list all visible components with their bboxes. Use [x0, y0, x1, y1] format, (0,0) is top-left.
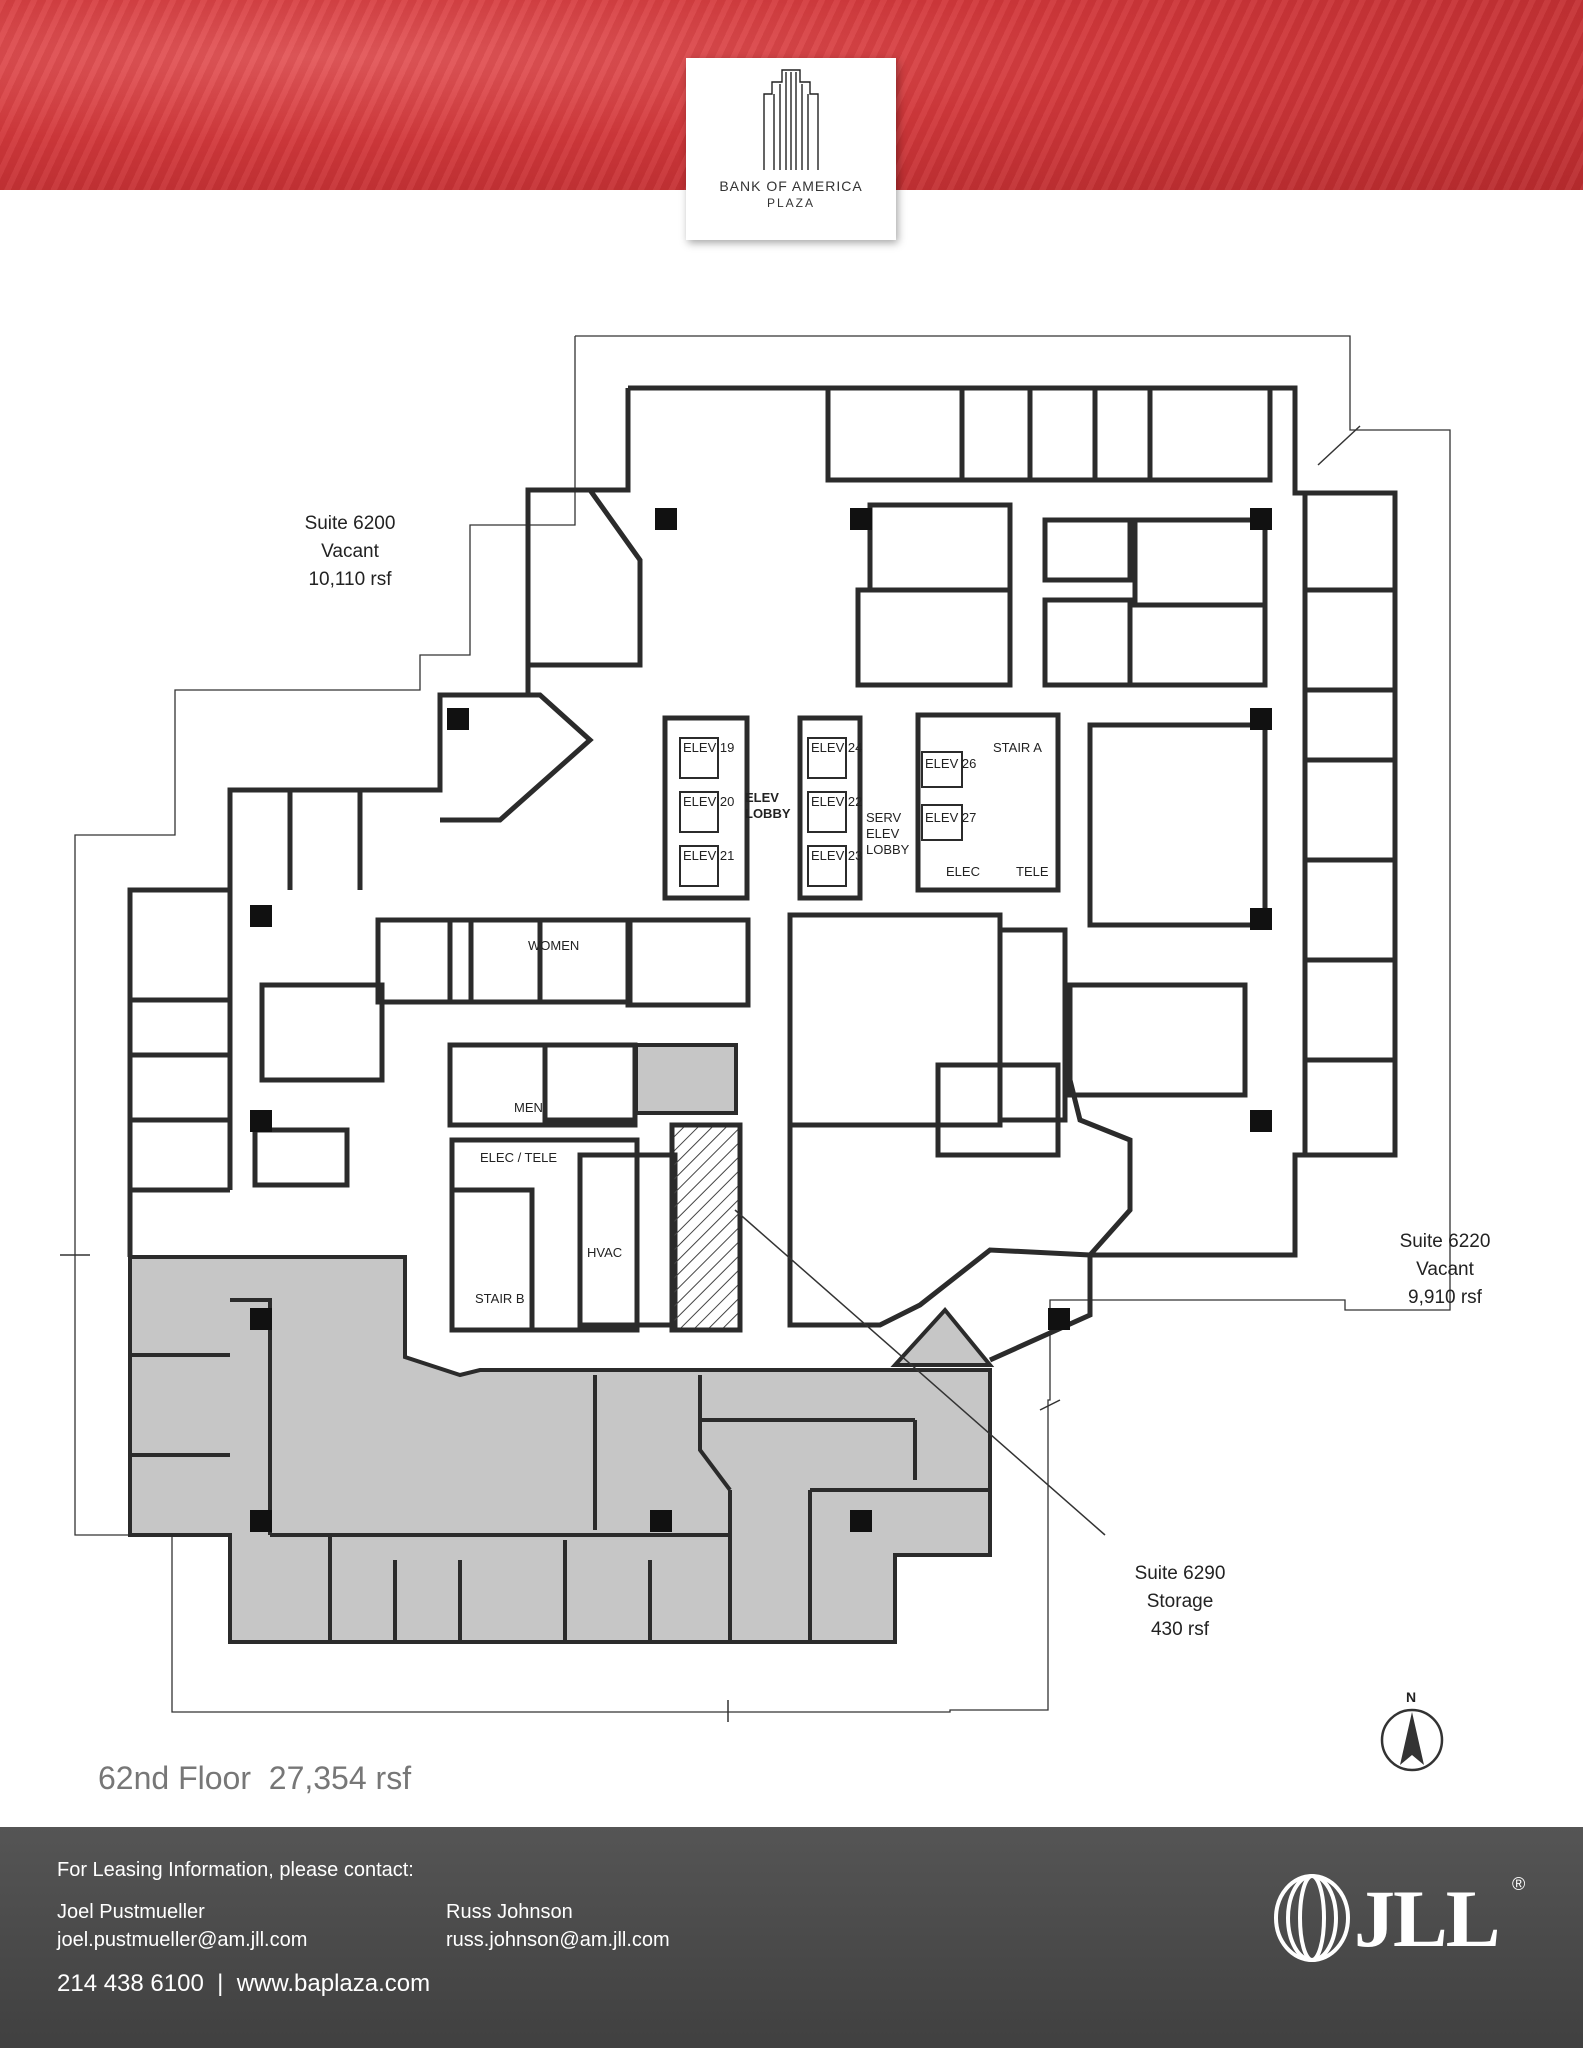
stair-a-label: STAIR A: [993, 740, 1042, 755]
shaded-south-area: [128, 1255, 992, 1644]
hvac-label: HVAC: [587, 1245, 622, 1260]
north-arrow-icon: N: [1380, 1689, 1444, 1772]
elevator-boxes: [679, 737, 963, 887]
structural-columns: [250, 508, 1272, 1532]
stair-b-label: STAIR B: [475, 1291, 525, 1306]
suite-6200-label: Suite 6200 Vacant 10,110 rsf: [270, 510, 430, 594]
suite-6220-label: Suite 6220 Vacant 9,910 rsf: [1365, 1228, 1525, 1312]
suite-6220-status: Vacant: [1416, 1259, 1474, 1280]
floor-title: 62nd Floor 27,354 rsf: [98, 1760, 412, 1796]
shaded-core-area: [634, 1043, 738, 1115]
jll-logo: JLL ®: [1272, 1870, 1532, 1970]
elec-label: ELEC: [946, 864, 980, 879]
elev-19-label: ELEV 19: [683, 740, 734, 755]
suite-6290-status: Storage: [1146, 1591, 1214, 1612]
dimension-lines: [60, 335, 1451, 1722]
serv-label-3: LOBBY: [866, 842, 910, 857]
serv-label-2: ELEV: [866, 826, 900, 841]
suite-6220-area: 9,910 rsf: [1408, 1287, 1482, 1308]
suite-6290-label: Suite 6290 Storage 430 rsf: [1100, 1560, 1260, 1644]
contact-person1-name: Joel Pustmueller: [57, 1901, 205, 1923]
elev-27-label: ELEV 27: [925, 810, 976, 825]
elev-21-label: ELEV 21: [683, 848, 734, 863]
elev-lobby-label-2: LOBBY: [745, 806, 791, 821]
elev-22-label: ELEV 22: [811, 794, 862, 809]
jll-wordmark: JLL: [1354, 1873, 1500, 1964]
jll-mark-icon: [1274, 1874, 1350, 1962]
contact-heading: For Leasing Information, please contact:: [57, 1859, 414, 1881]
suite-6220-name: Suite 6220: [1399, 1231, 1491, 1252]
tower-logo-icon: [763, 69, 819, 170]
storage-leader-line: [734, 1209, 1106, 1536]
elec-tele-label: ELEC / TELE: [480, 1150, 557, 1165]
suite-6200-status: Vacant: [321, 541, 379, 562]
men-label: MEN: [514, 1100, 543, 1115]
suite-6200-name: Suite 6200: [304, 513, 396, 534]
footer: For Leasing Information, please contact:…: [0, 1827, 1583, 2048]
building-walls: [127, 385, 1398, 1363]
elev-24-label: ELEV 24: [811, 740, 862, 755]
serv-label-1: SERV: [866, 810, 901, 825]
logo-line1: BANK OF AMERICA: [719, 178, 863, 194]
elev-23-label: ELEV 23: [811, 848, 862, 863]
suite-6290-area: 430 rsf: [1150, 1619, 1210, 1640]
contact-person2-name: Russ Johnson: [446, 1901, 573, 1923]
room-labels: ELEV 19 ELEV 20 ELEV 21 ELEV 24 ELEV 22 …: [475, 740, 1049, 1306]
elev-lobby-label-1: ELEV: [745, 790, 779, 805]
shaded-corner-area: [890, 1306, 995, 1367]
contact-phone-web[interactable]: 214 438 6100 | www.baplaza.com: [57, 1970, 431, 1997]
elev-20-label: ELEV 20: [683, 794, 734, 809]
elev-26-label: ELEV 26: [925, 756, 976, 771]
contact-person2-email[interactable]: russ.johnson@am.jll.com: [446, 1929, 670, 1951]
south-room-walls: [130, 1298, 990, 1642]
building-logo-card: BANK OF AMERICA PLAZA: [686, 58, 896, 240]
suite-6290-name: Suite 6290: [1134, 1563, 1226, 1584]
logo-line2: PLAZA: [766, 196, 815, 210]
compass-label: N: [1406, 1689, 1416, 1705]
suite-6200-area: 10,110 rsf: [308, 569, 392, 590]
jll-registered: ®: [1512, 1874, 1526, 1894]
tele-label: TELE: [1016, 864, 1049, 879]
contact-person1-email[interactable]: joel.pustmueller@am.jll.com: [57, 1929, 308, 1951]
women-label: WOMEN: [528, 938, 579, 953]
